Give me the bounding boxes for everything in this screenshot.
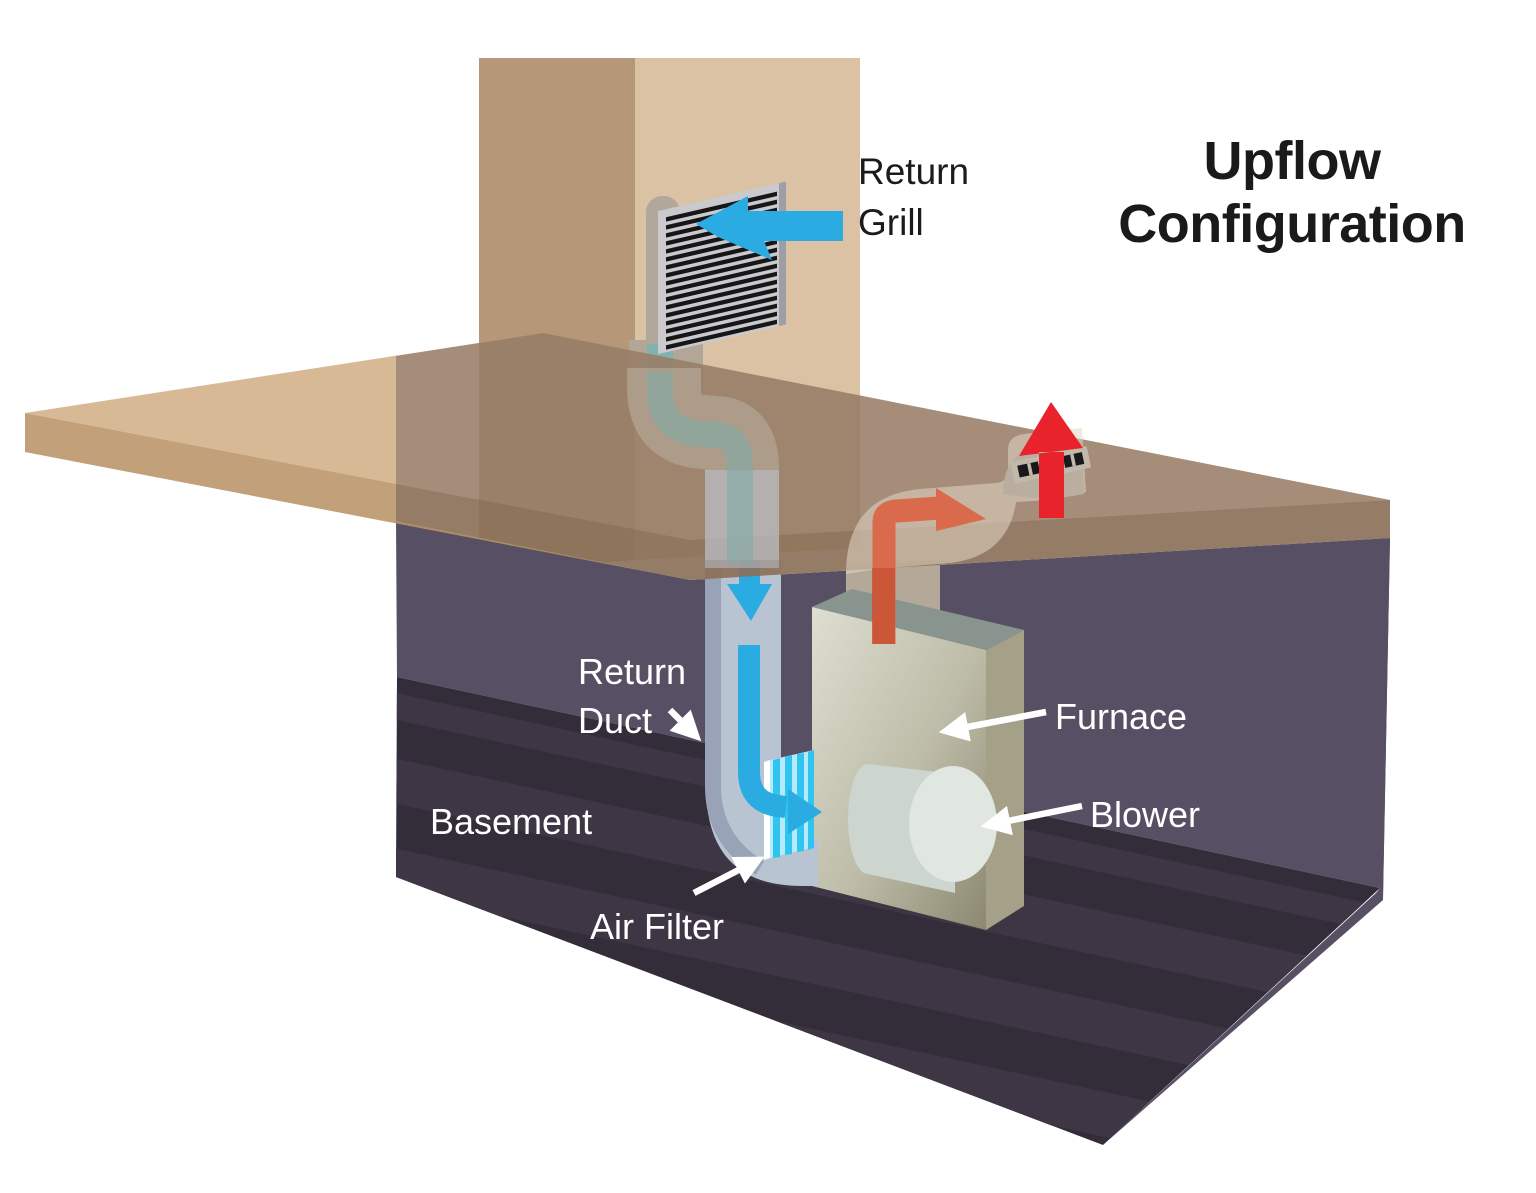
furnace-top — [812, 589, 1024, 650]
return-air-arrowhead-right — [788, 789, 822, 834]
return-duct-u — [706, 560, 818, 886]
furnace-pointer — [938, 708, 1047, 742]
floor-front-left — [25, 413, 690, 580]
teal-stream-ghost — [647, 372, 753, 562]
warm-air-shaft — [872, 496, 941, 644]
warm-air-shaft-deep — [872, 568, 895, 644]
blower-face — [909, 766, 997, 882]
basement-label: Basement — [430, 801, 593, 842]
blower-unit — [848, 764, 997, 893]
hot-air-arrow — [1019, 402, 1083, 518]
warm-air-arrow — [872, 488, 986, 644]
cool-air-into-grill-arrow — [696, 196, 843, 260]
return-air-arrowhead-down — [727, 584, 772, 621]
floor-register — [1003, 402, 1091, 518]
warm-air-arrowhead — [936, 488, 986, 531]
diagram-title: Upflow Configuration — [1118, 131, 1466, 255]
furnace-side — [986, 630, 1024, 930]
blower-label: Blower — [1090, 794, 1201, 835]
return-duct-label: Return Duct — [578, 651, 687, 741]
return-grill-graphic — [658, 181, 786, 355]
blower-pointer — [980, 802, 1083, 836]
return-duct-pointer — [667, 707, 702, 742]
basement-shadow-overlay — [396, 333, 1390, 580]
return-grill-label: Return Grill — [858, 151, 970, 244]
return-air-arrow-shaft — [738, 645, 788, 818]
hvac-equipment — [705, 558, 1024, 930]
label-pointers — [667, 707, 1083, 896]
air-filter-pointer — [692, 856, 765, 896]
air-filter-label: Air Filter — [590, 906, 724, 947]
furnace-label: Furnace — [1055, 696, 1188, 737]
grill-frame-shadow — [779, 181, 786, 327]
blower-cap — [848, 764, 888, 874]
